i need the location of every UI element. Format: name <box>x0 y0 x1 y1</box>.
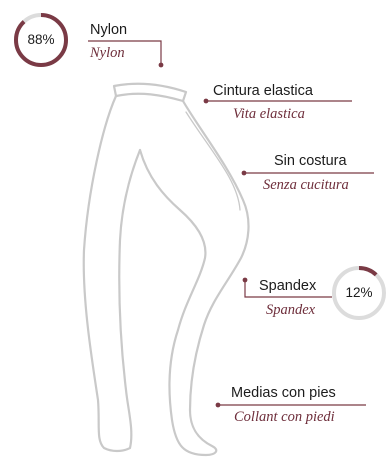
spandex-label-it: Spandex <box>266 302 315 319</box>
seamless-label-es: Sin costura <box>274 153 347 169</box>
feet-label-es: Medias con pies <box>231 385 336 401</box>
waist-label-it: Vita elastica <box>233 106 305 123</box>
spandex-label-es: Spandex <box>259 278 316 294</box>
waist-dot <box>204 99 209 104</box>
spandex-percent: 12% <box>334 285 384 300</box>
seamless-label-it: Senza cucitura <box>263 177 349 194</box>
nylon-dot <box>159 63 164 68</box>
tights-waistband <box>114 84 186 101</box>
nylon-percent: 88% <box>16 32 66 47</box>
nylon-label-es: Nylon <box>90 22 127 38</box>
feet-label-it: Collant con piedi <box>234 409 335 426</box>
seamless-dot <box>242 171 247 176</box>
nylon-label-it: Nylon <box>90 45 125 62</box>
spandex-dot <box>243 278 248 283</box>
feet-dot <box>216 403 221 408</box>
waist-label-es: Cintura elastica <box>213 83 313 99</box>
tights-illustration <box>84 84 249 455</box>
tights-inner-contour <box>186 112 240 210</box>
tights-right-leg <box>140 101 249 455</box>
tights-left-leg <box>84 96 140 451</box>
